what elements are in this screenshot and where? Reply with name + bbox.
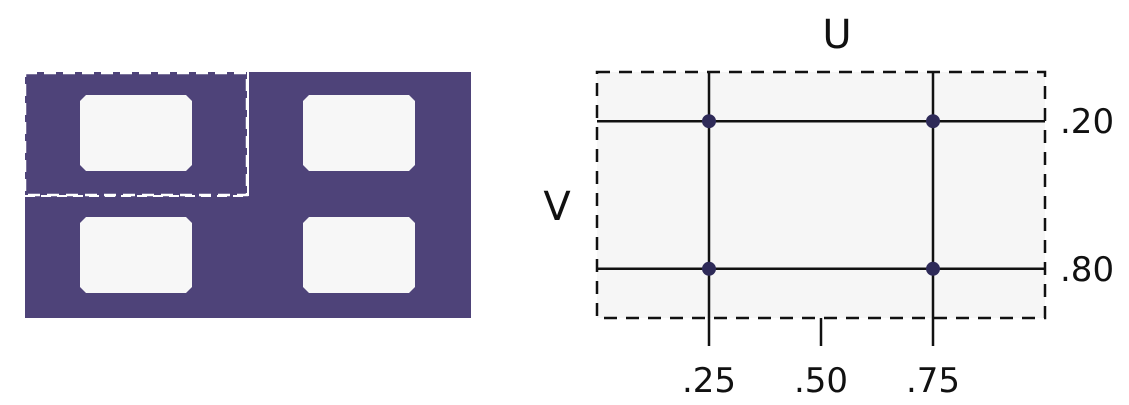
u-tick-label: .25 <box>682 361 736 401</box>
uv-sample-point <box>702 114 716 129</box>
uv-tick-labels: .25 .50 .75 .20 .80 <box>682 102 1114 401</box>
uv-sample-point <box>702 261 716 276</box>
uv-points <box>702 114 940 276</box>
v-tick-label: .20 <box>1060 102 1114 142</box>
tile-hole <box>80 217 192 293</box>
uv-sample-point <box>926 261 940 276</box>
v-tick-label: .80 <box>1060 250 1114 290</box>
v-axis-label: V <box>543 184 571 230</box>
u-axis-label: U <box>822 12 851 58</box>
uv-sample-point <box>926 114 940 129</box>
uv-coordinate-panel: .25 .50 .75 .20 .80 U V <box>543 12 1114 401</box>
tile-hole <box>80 95 192 171</box>
u-tick-label: .75 <box>906 361 960 401</box>
tile-hole <box>303 95 415 171</box>
uv-frame <box>595 70 1047 320</box>
tile-hole <box>303 217 415 293</box>
tiled-texture-panel <box>23 71 471 318</box>
u-tick-label: .50 <box>794 361 848 401</box>
selected-tile-outline <box>23 71 249 197</box>
